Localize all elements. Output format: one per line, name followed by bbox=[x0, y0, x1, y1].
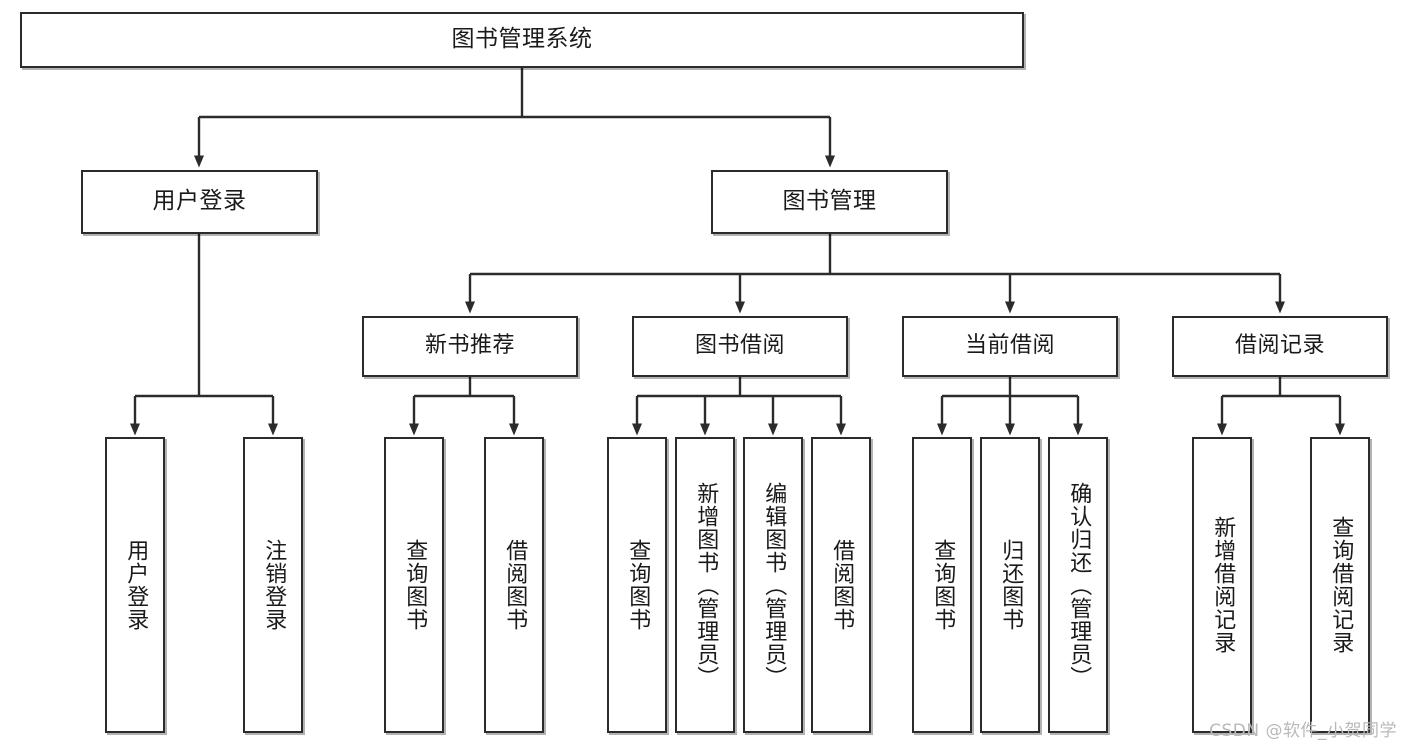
leaf-current-borrow-confirm[interactable]: 确认归还（管理员） bbox=[1048, 437, 1108, 733]
leaf-book-borrow-query[interactable]: 查询图书 bbox=[607, 437, 667, 733]
node-label: 查询图书 bbox=[625, 539, 651, 631]
node-label: 注销登录 bbox=[261, 539, 287, 631]
node-label: 用户登录 bbox=[152, 188, 247, 215]
node-book-borrow[interactable]: 图书借阅 bbox=[632, 316, 848, 377]
leaf-current-borrow-return[interactable]: 归还图书 bbox=[980, 437, 1040, 733]
leaf-borrow-record-add[interactable]: 新增借阅记录 bbox=[1192, 437, 1252, 733]
node-label: 新增借阅记录 bbox=[1210, 516, 1236, 654]
node-label: 用户登录 bbox=[123, 539, 149, 631]
node-label: 借阅图书 bbox=[502, 539, 528, 631]
csdn-watermark: CSDN @软件_小贺同学 bbox=[1209, 721, 1397, 741]
node-root-system[interactable]: 图书管理系统 bbox=[20, 12, 1024, 68]
leaf-current-borrow-query[interactable]: 查询图书 bbox=[912, 437, 972, 733]
node-label: 新增图书（管理员） bbox=[693, 481, 719, 689]
leaf-book-borrow-lend[interactable]: 借阅图书 bbox=[811, 437, 871, 733]
leaf-new-book-borrow[interactable]: 借阅图书 bbox=[484, 437, 544, 733]
node-label: 查询图书 bbox=[930, 539, 956, 631]
node-label: 当前借阅 bbox=[964, 333, 1055, 359]
node-label: 借阅图书 bbox=[829, 539, 855, 631]
node-label: 新书推荐 bbox=[424, 333, 515, 359]
node-label: 编辑图书（管理员） bbox=[761, 481, 787, 689]
leaf-borrow-record-query[interactable]: 查询借阅记录 bbox=[1310, 437, 1370, 733]
node-user-login[interactable]: 用户登录 bbox=[81, 170, 318, 234]
node-label: 查询图书 bbox=[402, 539, 428, 631]
node-label: 图书借阅 bbox=[694, 333, 785, 359]
node-label: 图书管理系统 bbox=[451, 26, 593, 53]
leaf-book-borrow-edit[interactable]: 编辑图书（管理员） bbox=[743, 437, 803, 733]
node-book-management[interactable]: 图书管理 bbox=[711, 170, 948, 234]
node-current-borrow[interactable]: 当前借阅 bbox=[902, 316, 1118, 377]
node-new-book-recommend[interactable]: 新书推荐 bbox=[362, 316, 578, 377]
node-borrow-record[interactable]: 借阅记录 bbox=[1172, 316, 1388, 377]
leaf-new-book-query[interactable]: 查询图书 bbox=[384, 437, 444, 733]
node-label: 借阅记录 bbox=[1234, 333, 1325, 359]
node-label: 确认归还（管理员） bbox=[1066, 481, 1092, 689]
leaf-user-login-signin[interactable]: 用户登录 bbox=[105, 437, 165, 733]
node-label: 查询借阅记录 bbox=[1328, 516, 1354, 654]
node-label: 归还图书 bbox=[998, 539, 1024, 631]
leaf-book-borrow-add[interactable]: 新增图书（管理员） bbox=[675, 437, 735, 733]
leaf-user-login-signout[interactable]: 注销登录 bbox=[243, 437, 303, 733]
node-label: 图书管理 bbox=[782, 188, 877, 215]
